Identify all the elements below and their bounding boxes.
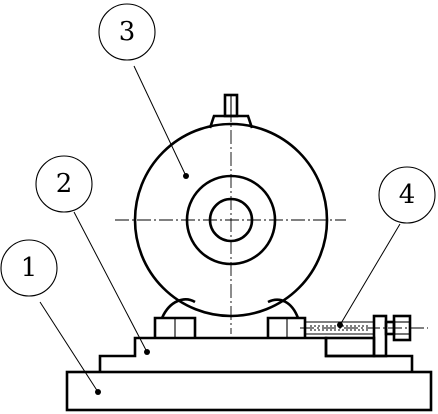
- callout-3-label: 3: [119, 17, 136, 47]
- callout-1: 1: [0, 239, 58, 297]
- motor-feet: [153, 298, 307, 338]
- center-lines: [115, 108, 346, 334]
- base-plate: [65, 370, 433, 412]
- callout-3: 3: [98, 3, 156, 61]
- callout-leaders: [39, 65, 401, 395]
- callout-4: 4: [378, 166, 436, 224]
- callout-4-label: 4: [399, 180, 416, 210]
- callout-1-label: 1: [21, 253, 38, 283]
- callout-2-label: 2: [56, 169, 73, 199]
- callout-2: 2: [35, 155, 93, 213]
- mounting-bed: [98, 336, 414, 372]
- adjusting-screw: [300, 314, 428, 358]
